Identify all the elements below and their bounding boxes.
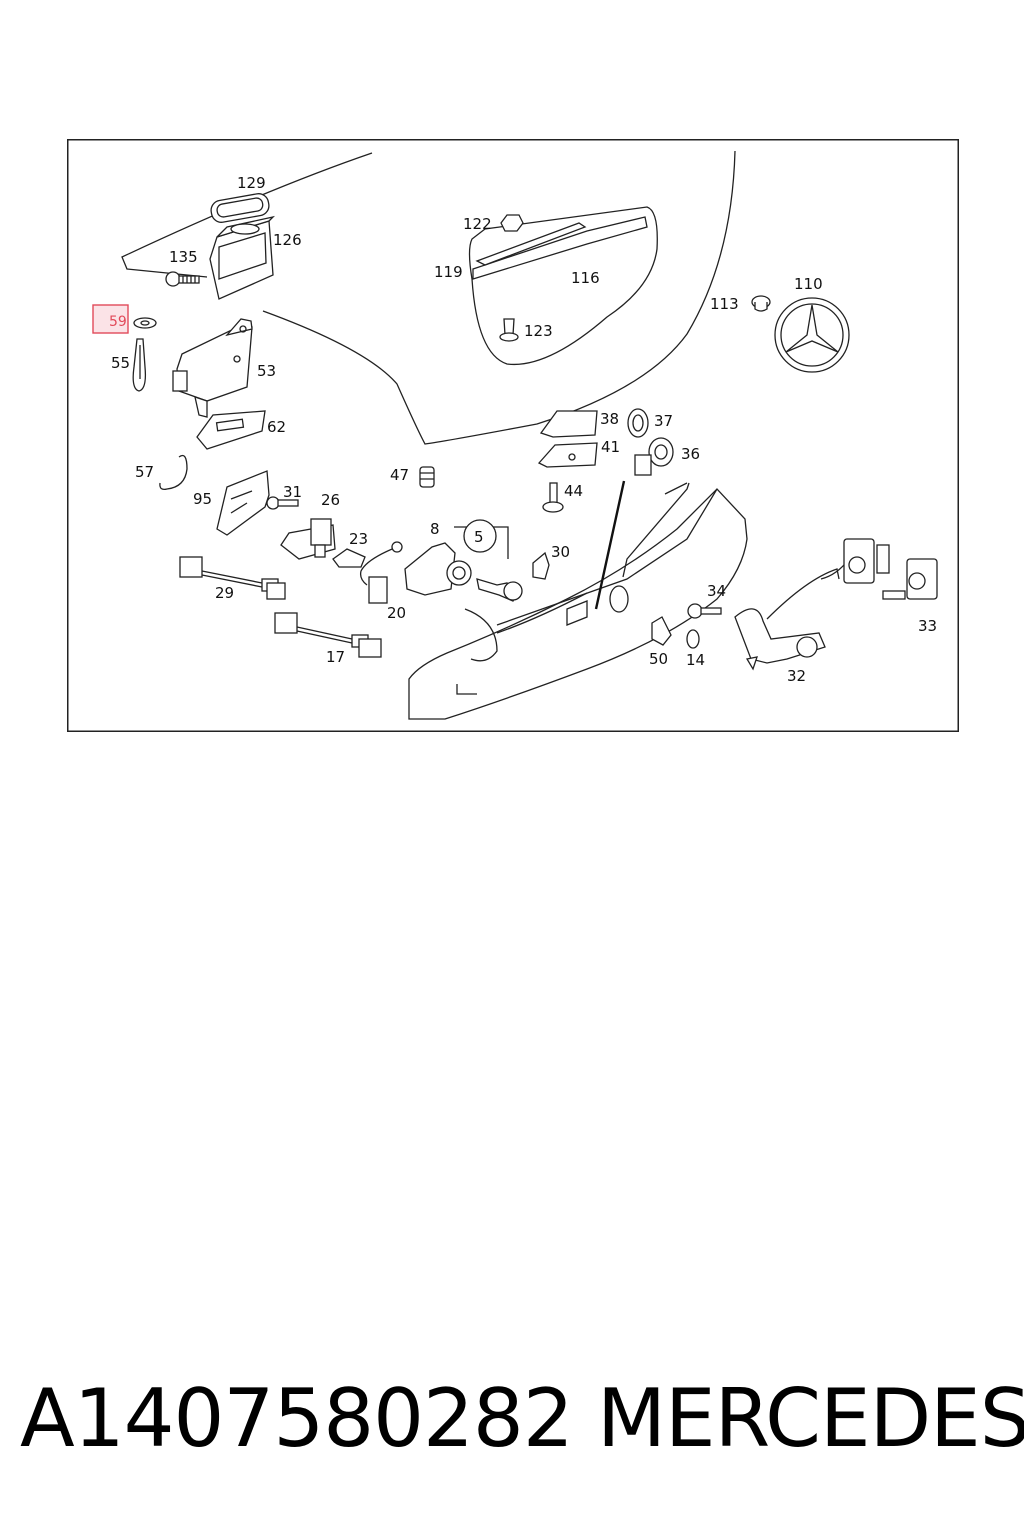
clip-30-part xyxy=(532,551,550,580)
callout-36: 36 xyxy=(681,445,700,463)
bolt-34-part xyxy=(687,603,722,619)
callout-38: 38 xyxy=(600,410,619,428)
lock-cylinder-8-part xyxy=(404,526,523,602)
washer-14-part xyxy=(686,629,700,649)
callout-8: 8 xyxy=(430,520,440,538)
callout-95: 95 xyxy=(193,490,212,508)
ring-37-part xyxy=(627,408,649,438)
star-emblem-110-part xyxy=(774,297,850,373)
license-plate-panel xyxy=(468,206,658,366)
grommet-113-part xyxy=(751,295,771,312)
callout-123: 123 xyxy=(524,322,553,340)
washer-59-part xyxy=(133,317,157,329)
handle-housing-part xyxy=(209,215,276,300)
actuator-26-part xyxy=(280,518,336,560)
callout-5-circle xyxy=(463,519,497,553)
brand-name: MERCEDES xyxy=(597,1372,1024,1465)
plug-47-part xyxy=(419,466,435,488)
callout-122: 122 xyxy=(463,215,492,233)
footer-caption: A1407580282 MERCEDES xyxy=(0,1372,1024,1472)
callout-33: 33 xyxy=(918,617,937,635)
callout-20: 20 xyxy=(387,604,406,622)
nut-122-part xyxy=(500,214,524,232)
callout-41: 41 xyxy=(601,438,620,456)
leader-line xyxy=(594,480,626,610)
bracket-95-part xyxy=(216,470,270,536)
callout-44: 44 xyxy=(564,482,583,500)
wire-17-part xyxy=(274,612,382,658)
callout-57: 57 xyxy=(135,463,154,481)
callout-55: 55 xyxy=(111,354,130,372)
callout-23: 23 xyxy=(349,530,368,548)
callout-14: 14 xyxy=(686,651,705,669)
clip-57-part xyxy=(159,454,188,491)
callout-5: 5 xyxy=(474,528,484,546)
callout-50: 50 xyxy=(649,650,668,668)
lock-bracket-part xyxy=(172,318,253,418)
trunk-trim-panel xyxy=(408,480,748,720)
callout-29: 29 xyxy=(215,584,234,602)
nut-50-part xyxy=(651,616,672,646)
actuator-33-part xyxy=(820,538,938,600)
callout-119: 119 xyxy=(434,263,463,281)
lock-actuator-20-part xyxy=(359,541,403,604)
callout-26: 26 xyxy=(321,491,340,509)
gasket-41-part xyxy=(537,442,598,468)
wire-29-part xyxy=(179,556,286,600)
callout-31: 31 xyxy=(283,483,302,501)
seal-ring-part xyxy=(210,193,270,223)
callout-17: 17 xyxy=(326,648,345,666)
screw-135-part xyxy=(165,271,200,287)
callout-116: 116 xyxy=(571,269,600,287)
callout-32: 32 xyxy=(787,667,806,685)
callout-59: 59 xyxy=(109,314,127,330)
callout-30: 30 xyxy=(551,543,570,561)
latch-32-part xyxy=(734,568,840,671)
ring-36-part xyxy=(634,437,674,476)
callout-37: 37 xyxy=(654,412,673,430)
clip-23-part xyxy=(332,548,366,568)
callout-126: 126 xyxy=(273,231,302,249)
callout-129: 129 xyxy=(237,174,266,192)
bolt-31-part xyxy=(266,496,299,510)
screw-44-part xyxy=(542,482,564,513)
callout-labels: 129 126 135 59 55 53 62 57 95 31 26 23 2… xyxy=(92,174,937,685)
parts-diagram: 129 126 135 59 55 53 62 57 95 31 26 23 2… xyxy=(67,139,959,732)
callout-53: 53 xyxy=(257,362,276,380)
pin-55-part xyxy=(132,338,147,392)
gasket-38-part xyxy=(539,410,598,438)
callout-34: 34 xyxy=(707,582,726,600)
callout-47: 47 xyxy=(390,466,409,484)
part-number: A1407580282 xyxy=(20,1372,574,1465)
screw-123-part xyxy=(499,318,519,342)
callout-113: 113 xyxy=(710,295,739,313)
callout-62: 62 xyxy=(267,418,286,436)
plate-62-part xyxy=(196,410,266,450)
highlight-box-59 xyxy=(92,304,129,334)
callout-135: 135 xyxy=(169,248,198,266)
callout-110: 110 xyxy=(794,275,823,293)
